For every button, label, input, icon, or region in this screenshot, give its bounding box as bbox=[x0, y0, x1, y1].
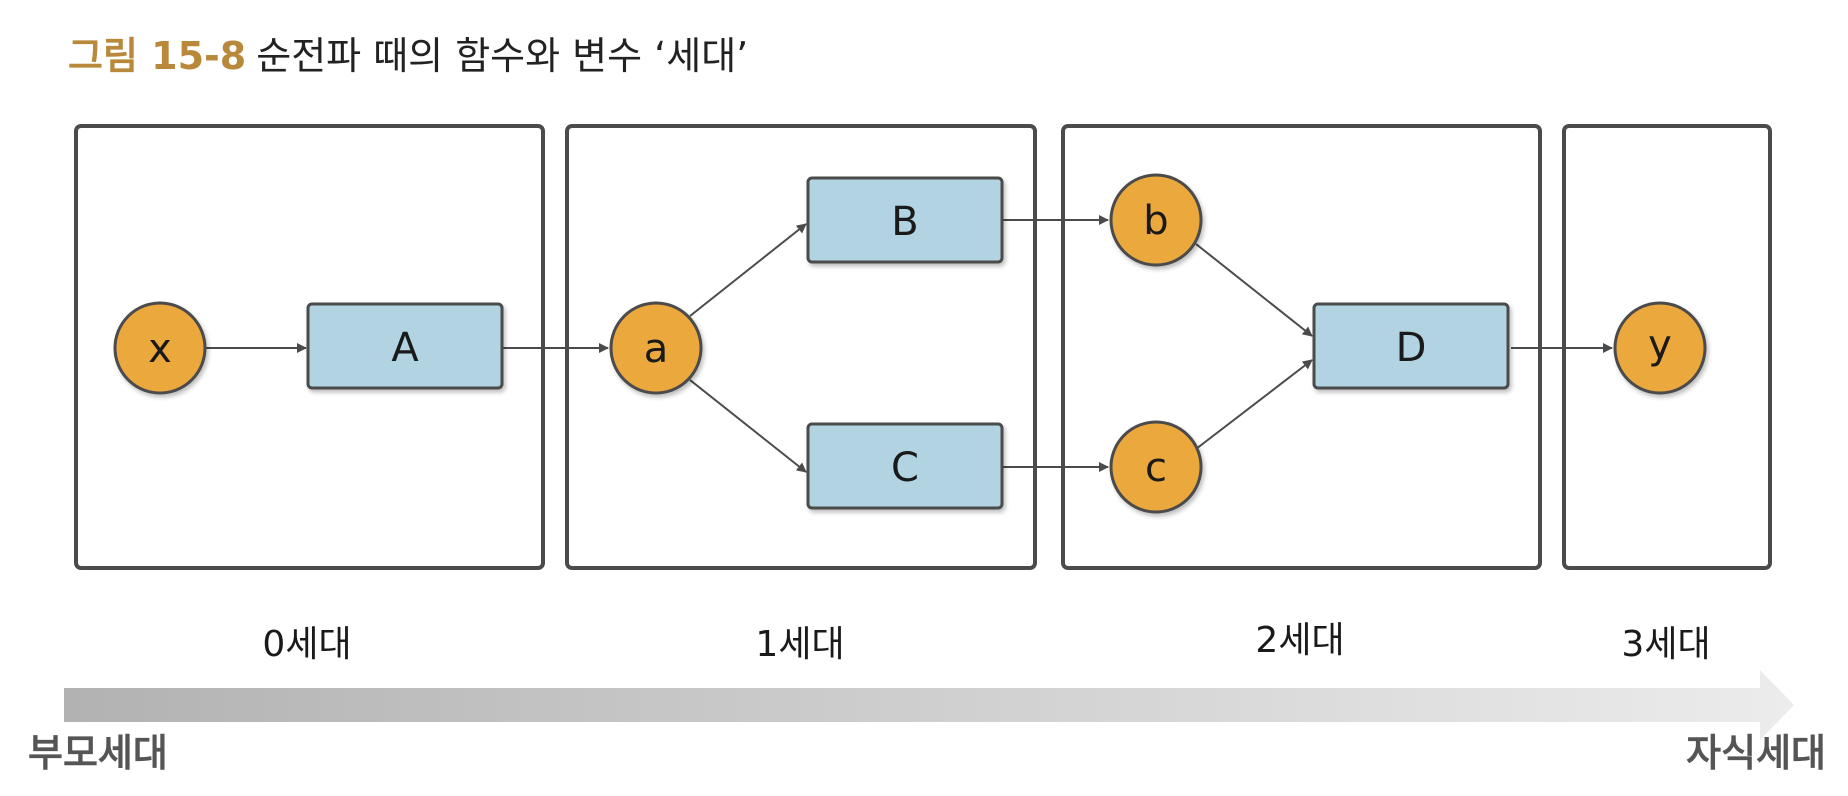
edge-c-to-D bbox=[1195, 359, 1313, 450]
edge-b-to-D bbox=[1195, 243, 1313, 337]
axis-label-parent: 부모세대 bbox=[28, 731, 168, 775]
variable-label-y: y bbox=[1648, 322, 1672, 368]
variable-node-y bbox=[1613, 301, 1707, 395]
edge-a-to-B bbox=[689, 223, 807, 317]
edge-a-to-C bbox=[689, 379, 807, 473]
generation-label-3: 3세대 bbox=[1621, 624, 1710, 665]
axis-label-child: 자식세대 bbox=[1686, 731, 1826, 775]
function-label-A: A bbox=[391, 325, 419, 371]
variable-label-x: x bbox=[148, 326, 172, 372]
function-label-C: C bbox=[891, 445, 919, 491]
variable-label-c: c bbox=[1145, 445, 1167, 491]
figure-number: 그림 15-8 bbox=[68, 34, 247, 78]
generation-direction-arrow bbox=[64, 670, 1794, 740]
function-box-D bbox=[1312, 302, 1510, 390]
variable-node-c bbox=[1109, 420, 1203, 514]
variable-node-a bbox=[609, 301, 703, 395]
variable-label-a: a bbox=[644, 326, 669, 372]
figure-title: 순전파 때의 함수와 변수 ‘세대’ bbox=[256, 34, 749, 78]
variable-node-b bbox=[1109, 173, 1203, 267]
variable-label-b: b bbox=[1143, 198, 1168, 244]
function-label-D: D bbox=[1396, 325, 1427, 371]
generation-label-1: 1세대 bbox=[755, 624, 844, 665]
function-box-C bbox=[806, 422, 1004, 510]
function-box-A bbox=[306, 302, 504, 390]
generation-label-2: 2세대 bbox=[1255, 620, 1344, 661]
variable-node-x bbox=[113, 301, 207, 395]
function-label-B: B bbox=[891, 199, 918, 245]
function-box-B bbox=[806, 176, 1004, 264]
generation-label-0: 0세대 bbox=[262, 624, 351, 665]
